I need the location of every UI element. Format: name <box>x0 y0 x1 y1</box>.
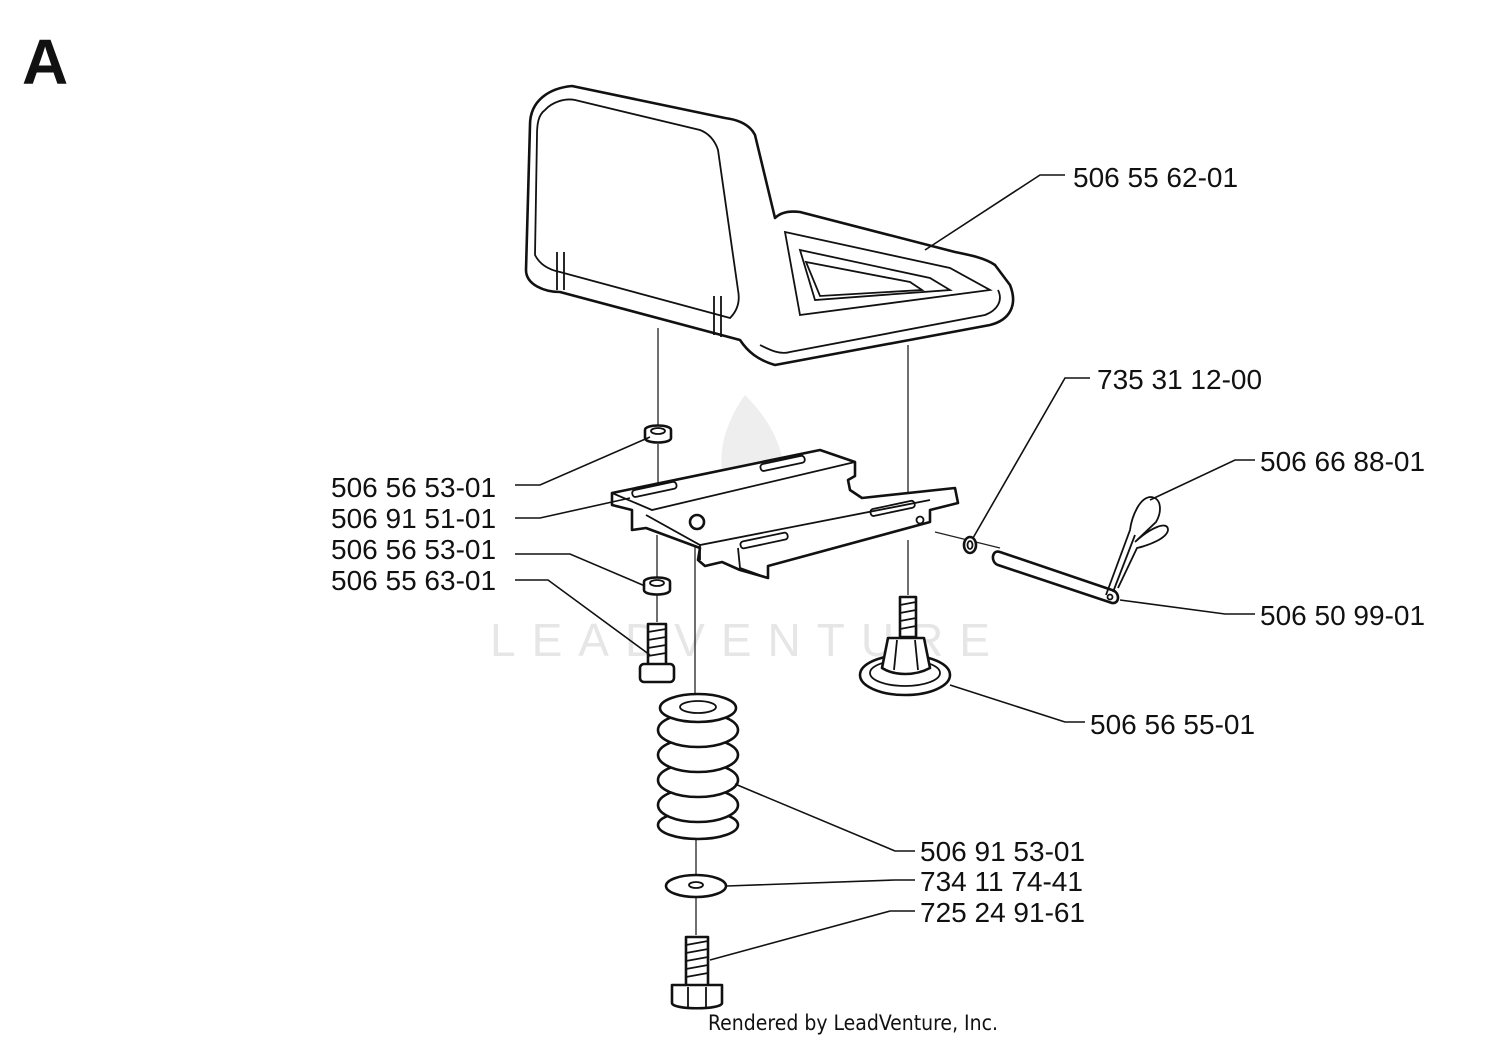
callout-bolt-small: 506 55 63-01 <box>331 565 496 596</box>
callout-knob: 506 56 55-01 <box>1090 709 1255 740</box>
callout-pin: 506 50 99-01 <box>1260 600 1425 631</box>
callout-spring: 506 91 53-01 <box>920 836 1085 867</box>
assembly-axes <box>656 328 1001 935</box>
callout-hairpin: 506 66 88-01 <box>1260 446 1425 477</box>
callout-nut-bottom: 506 56 53-01 <box>331 534 496 565</box>
nut-bottom <box>642 576 672 596</box>
hairpin <box>1105 496 1169 596</box>
washer <box>664 873 728 899</box>
leader-lines <box>515 174 1255 961</box>
spring <box>656 692 740 841</box>
callout-clip: 735 31 12-00 <box>1097 364 1262 395</box>
callout-seat: 506 55 62-01 <box>1073 162 1238 193</box>
bracket <box>610 448 960 580</box>
callout-washer: 734 11 74-41 <box>920 866 1083 897</box>
callout-nut-top: 506 56 53-01 <box>331 472 496 503</box>
seat <box>524 84 1015 367</box>
bolt-small <box>638 622 676 684</box>
callout-bolt-large: 725 24 91-61 <box>920 897 1085 928</box>
bolt-large <box>670 935 724 1010</box>
callout-bracket: 506 91 51-01 <box>331 503 496 534</box>
nut-top <box>643 424 673 444</box>
clip <box>962 535 978 555</box>
render-credit: Rendered by LeadVenture, Inc. <box>708 1011 998 1035</box>
knob <box>858 595 952 697</box>
callout-labels: 506 55 62-01 735 31 12-00 506 66 88-01 5… <box>331 162 1425 928</box>
pin <box>991 550 1120 605</box>
section-letter: A <box>22 26 68 98</box>
